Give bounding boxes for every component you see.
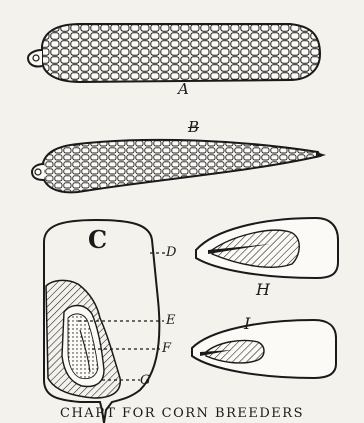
label-a: A [178,82,189,97]
label-g: G [140,374,150,387]
label-b: B [188,120,199,135]
kernel-h [196,218,338,278]
label-i: I [244,316,250,332]
label-c: C [88,228,107,252]
corn-ear-b [32,132,326,196]
kernel-i [192,320,336,378]
corn-ear-a [28,20,324,86]
label-f: F [162,342,171,355]
label-d: D [166,246,176,259]
label-h: H [256,282,270,298]
chart-caption: CHART FOR CORN BREEDERS [0,406,364,421]
label-e: E [166,314,176,327]
